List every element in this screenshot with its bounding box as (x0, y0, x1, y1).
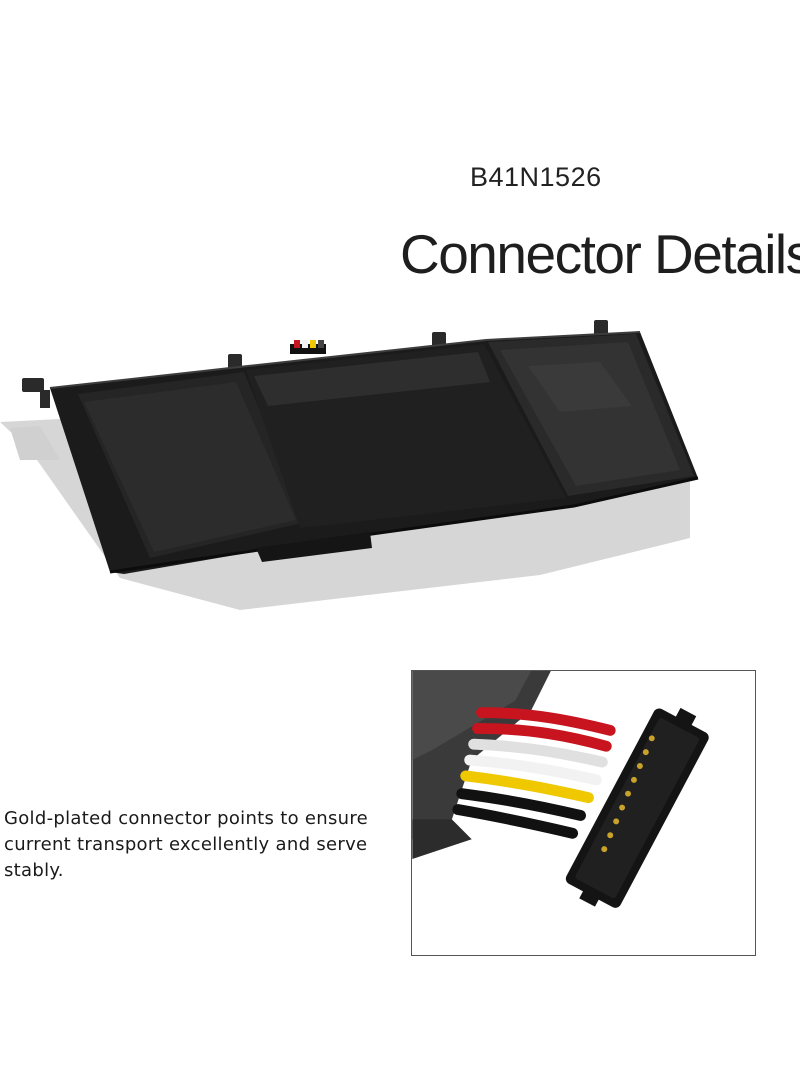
battery-top-connector (290, 340, 326, 354)
connector-closeup-frame (411, 670, 756, 956)
page-title: Connector Details (400, 223, 800, 285)
connector-housing (565, 707, 709, 908)
mounting-tabs (22, 320, 608, 408)
battery-illustration (0, 320, 699, 610)
connector-wires (452, 707, 616, 839)
connector-description: Gold-plated connector points to ensure c… (4, 808, 369, 881)
model-number: B41N1526 (470, 162, 602, 192)
connector-closeup-image (412, 671, 709, 908)
gold-connector-pins (601, 735, 655, 853)
